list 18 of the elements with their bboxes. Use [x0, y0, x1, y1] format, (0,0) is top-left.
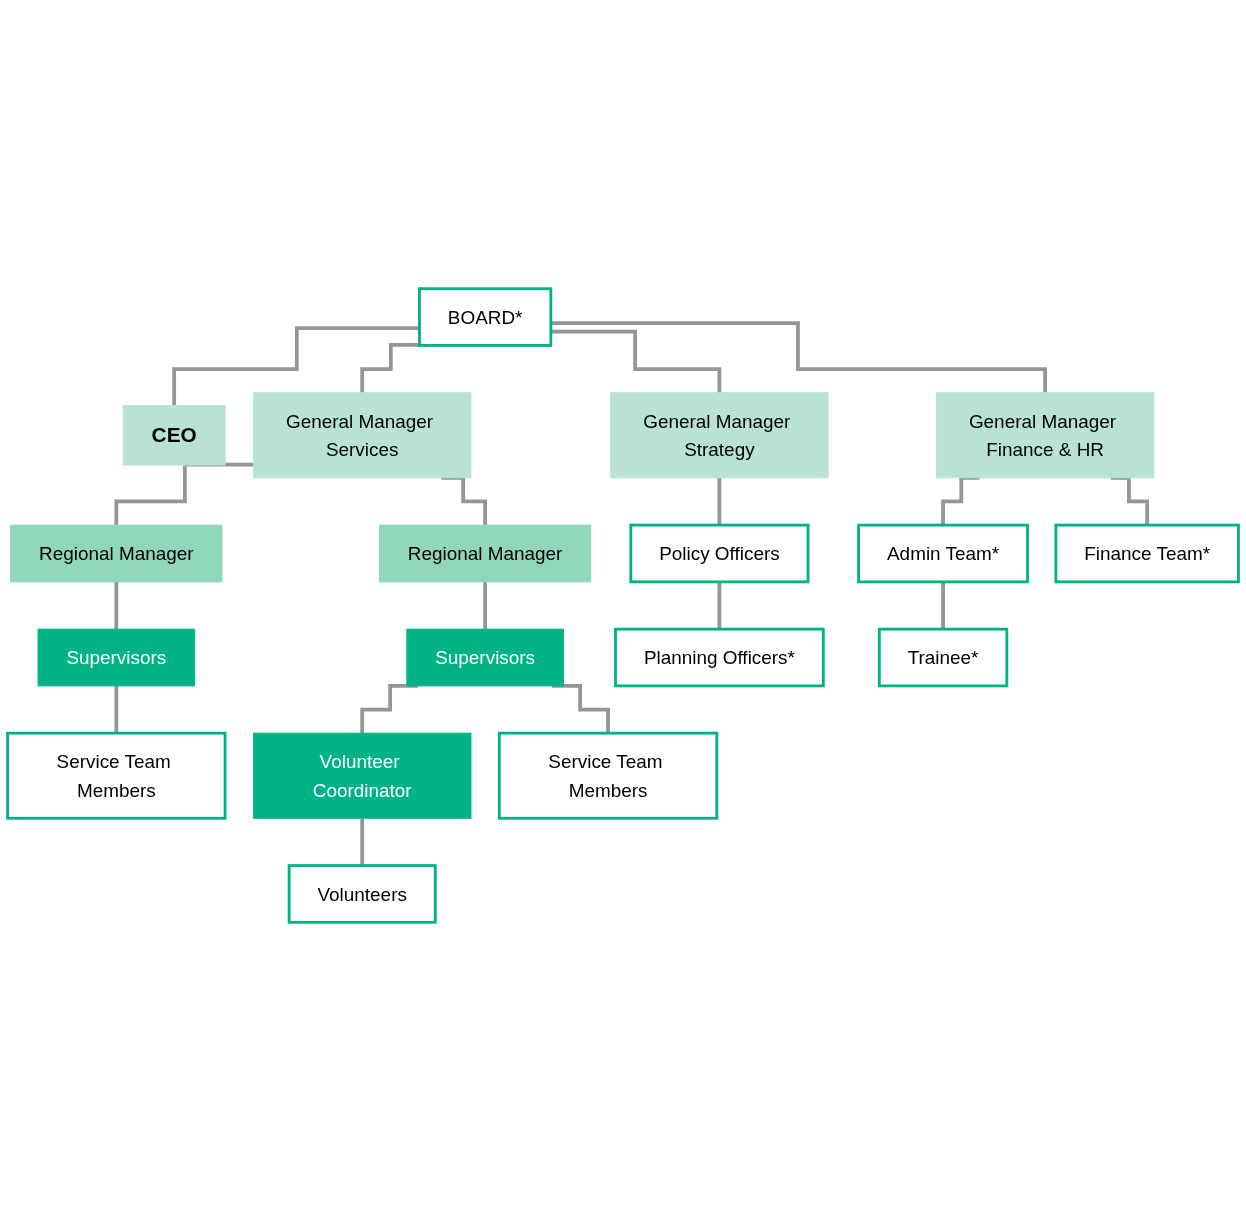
node-box: CEO — [122, 405, 226, 466]
node-box: General Manager Services — [252, 392, 472, 479]
node-box: Planning Officers* — [614, 627, 825, 688]
node-box: Service Team Members — [497, 731, 719, 820]
node-box: Finance Team* — [1054, 523, 1240, 584]
node-box: Admin Team* — [857, 523, 1029, 584]
node-box: Volunteers — [287, 864, 437, 924]
node-box: Service Team Members — [6, 731, 227, 820]
node-box: Supervisors — [406, 628, 564, 687]
node-box: Regional Manager — [379, 524, 592, 583]
node-box: Policy Officers — [629, 523, 810, 584]
node-box: BOARD* — [418, 287, 553, 347]
node-box: Volunteer Coordinator — [252, 732, 472, 819]
node-box: General Manager Strategy — [610, 392, 829, 479]
node-box: Trainee* — [877, 627, 1009, 688]
node-box: General Manager Finance & HR — [935, 392, 1155, 479]
node-box: Regional Manager — [10, 524, 223, 583]
node-box: Supervisors — [37, 628, 196, 687]
